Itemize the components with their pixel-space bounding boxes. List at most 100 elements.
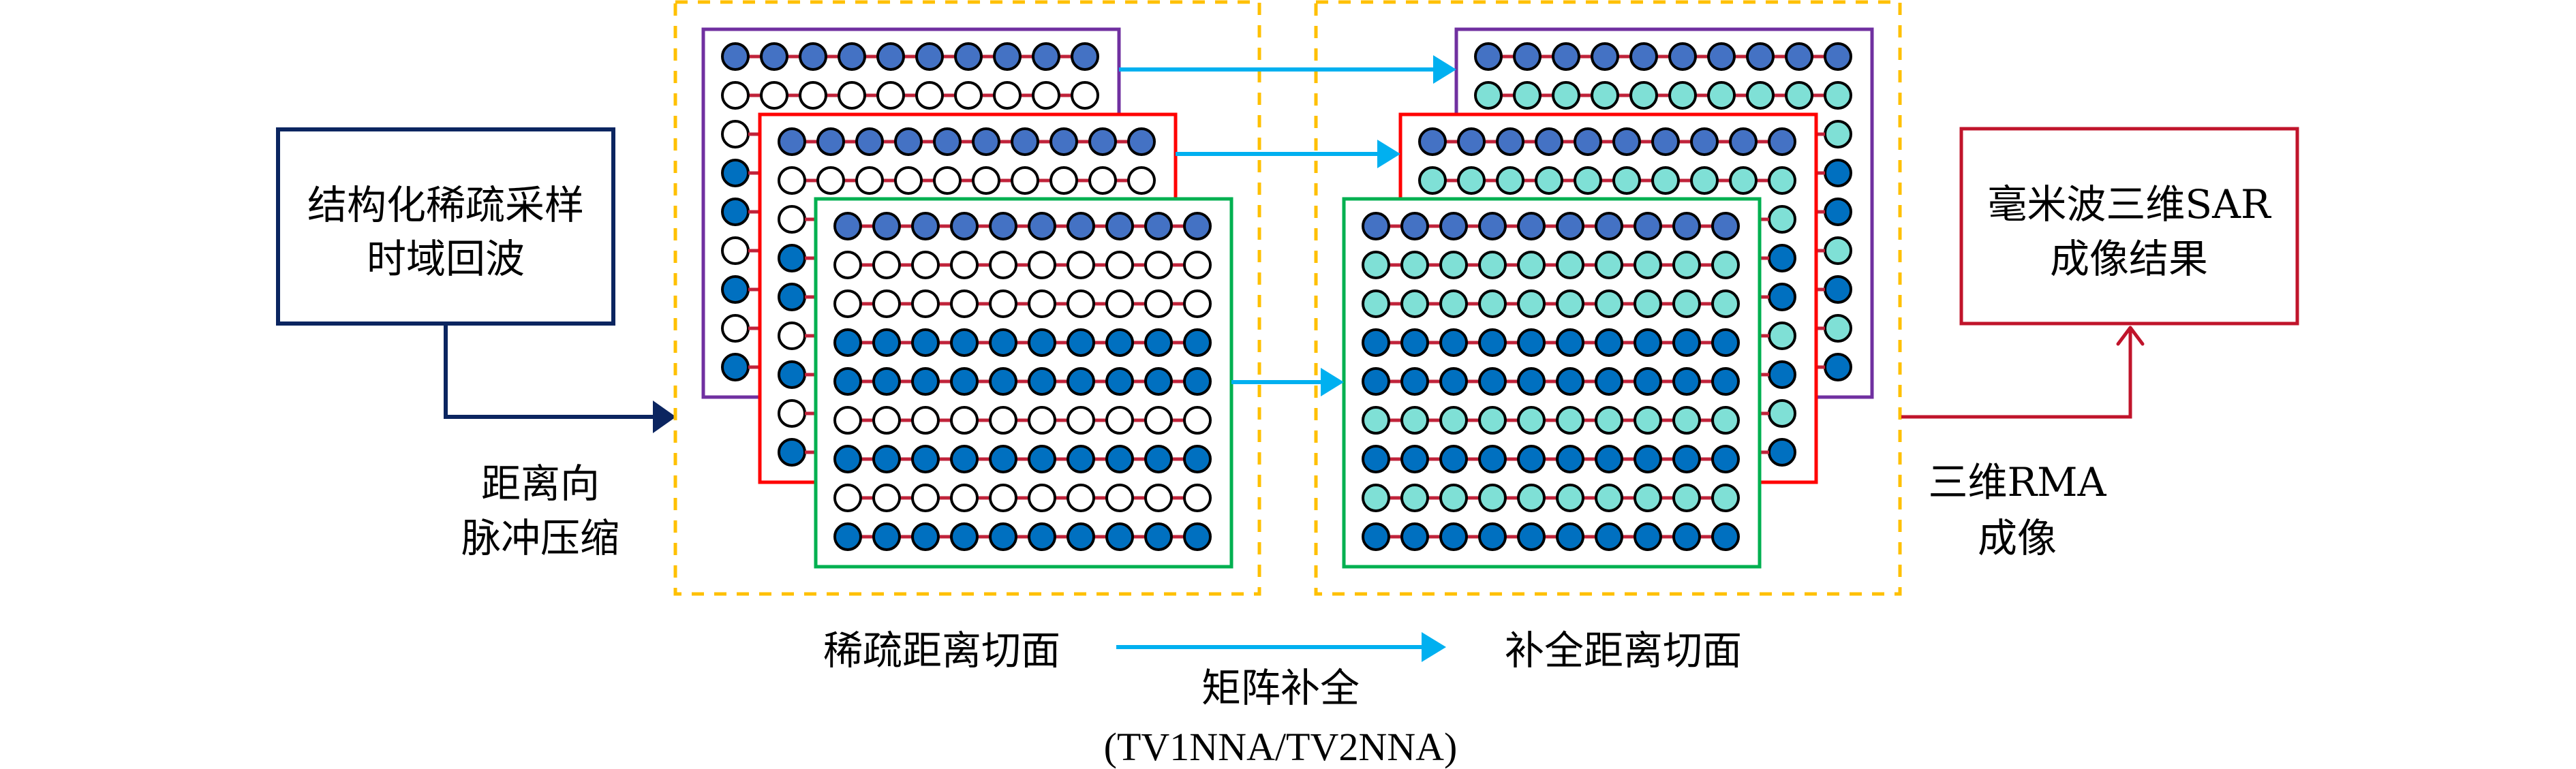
sample-node-dark [950,367,979,396]
sample-node-empty [1144,251,1173,279]
node-row [1362,251,1740,279]
sample-node-empty [721,81,750,110]
sample-node-dark [1105,328,1134,357]
sample-node-empty [1183,484,1212,512]
sample-node-teal [1672,289,1701,318]
sample-node-dark [1183,522,1212,551]
sample-node-dark [1768,360,1796,389]
output-box-line1: 毫米波三维SAR [1987,181,2272,227]
node-row [1418,127,1796,156]
sample-node-empty [1011,166,1039,195]
sample-node-light [1032,42,1060,71]
sample-node-dark [1144,522,1173,551]
sample-node-empty [876,81,905,110]
rma-imaging-arrow [1901,326,2145,419]
sample-node-dark [833,328,862,357]
sample-node-teal [1824,236,1852,265]
sample-node-empty [894,166,923,195]
arrow-right-icon [1433,55,1456,84]
sample-node-dark [833,522,862,551]
sample-node-dark [1067,522,1095,551]
sample-node-teal [1513,81,1542,110]
sample-node-light [1067,212,1095,240]
sample-node-dark [1672,522,1701,551]
sample-node-teal [1672,484,1701,512]
pulse-compression-arrow-line [444,324,656,419]
sample-node-light [1535,127,1563,156]
sample-node-empty [972,166,1000,195]
sample-node-empty [1067,484,1095,512]
sample-node-teal [1439,406,1468,435]
sample-node-teal [1478,251,1507,279]
node-row [833,406,1212,435]
sparse-slice-label: 稀疏距离切面 [823,627,1060,674]
sample-node-teal [1824,120,1852,148]
sample-node-empty [954,81,983,110]
sample-node-empty [933,166,962,195]
sample-node-light [1105,212,1134,240]
sample-node-dark [1634,522,1662,551]
sample-node-dark [1183,367,1212,396]
sample-node-empty [1067,251,1095,279]
sample-node-teal [1496,166,1524,195]
sample-node-light [1556,212,1584,240]
sample-node-dark [989,367,1017,396]
sample-node-empty [1028,289,1056,318]
sample-node-dark [1028,445,1056,473]
sample-node-teal [1634,406,1662,435]
sample-node-empty [833,251,862,279]
sample-node-empty [778,399,806,428]
sample-node-dark [1028,522,1056,551]
sample-node-light [933,127,962,156]
sample-node-light [950,212,979,240]
sample-node-empty [1144,289,1173,318]
sample-node-teal [1711,484,1740,512]
sample-node-dark [1105,367,1134,396]
sample-node-light [1707,42,1736,71]
sample-node-light [1574,127,1602,156]
sparse-slice-front [814,197,1233,569]
legend: 稀疏距离切面 补全距离切面 矩阵补全 (TV1NNA/TV2NNA) [823,627,1742,769]
sample-node-dark [1556,367,1584,396]
sample-node-dark [1067,445,1095,473]
sample-node-dark [1362,367,1390,396]
sample-node-teal [1595,289,1623,318]
completion-arrow-back [1119,55,1456,84]
sample-node-empty [950,484,979,512]
sample-node-empty [833,406,862,435]
sample-node-teal [1400,289,1429,318]
sample-node-teal [1824,314,1852,343]
sample-node-dark [911,522,940,551]
sample-node-dark [872,522,901,551]
sample-node-light [1478,212,1507,240]
sample-node-dark [1711,445,1740,473]
sample-node-dark [1067,328,1095,357]
node-row [1474,81,1852,110]
sample-node-teal [1517,484,1546,512]
sample-node-teal [1574,166,1602,195]
arrow-right-icon [1377,140,1400,168]
node-row [1362,212,1740,240]
completed-slice-label: 补全距离切面 [1505,627,1742,674]
sample-node-dark [1439,522,1468,551]
sample-node-light [972,127,1000,156]
sample-node-dark [989,328,1017,357]
sample-node-dark [1595,445,1623,473]
node-row [1362,484,1740,512]
sample-node-dark [1144,367,1173,396]
step1-label-line2: 脉冲压缩 [461,515,619,561]
sample-node-light [1552,42,1580,71]
sample-node-empty [721,120,750,148]
sample-node-light [1496,127,1524,156]
slice-panels [701,27,1874,569]
completion-arrows [1119,55,1456,396]
sample-node-light [993,42,1022,71]
sample-node-dark [1556,522,1584,551]
sample-node-light [1439,212,1468,240]
sample-node-dark [1028,328,1056,357]
sample-node-light [911,212,940,240]
sample-node-dark [1824,275,1852,304]
sample-node-empty [950,251,979,279]
sample-node-teal [1400,251,1429,279]
sample-node-teal [1768,321,1796,350]
